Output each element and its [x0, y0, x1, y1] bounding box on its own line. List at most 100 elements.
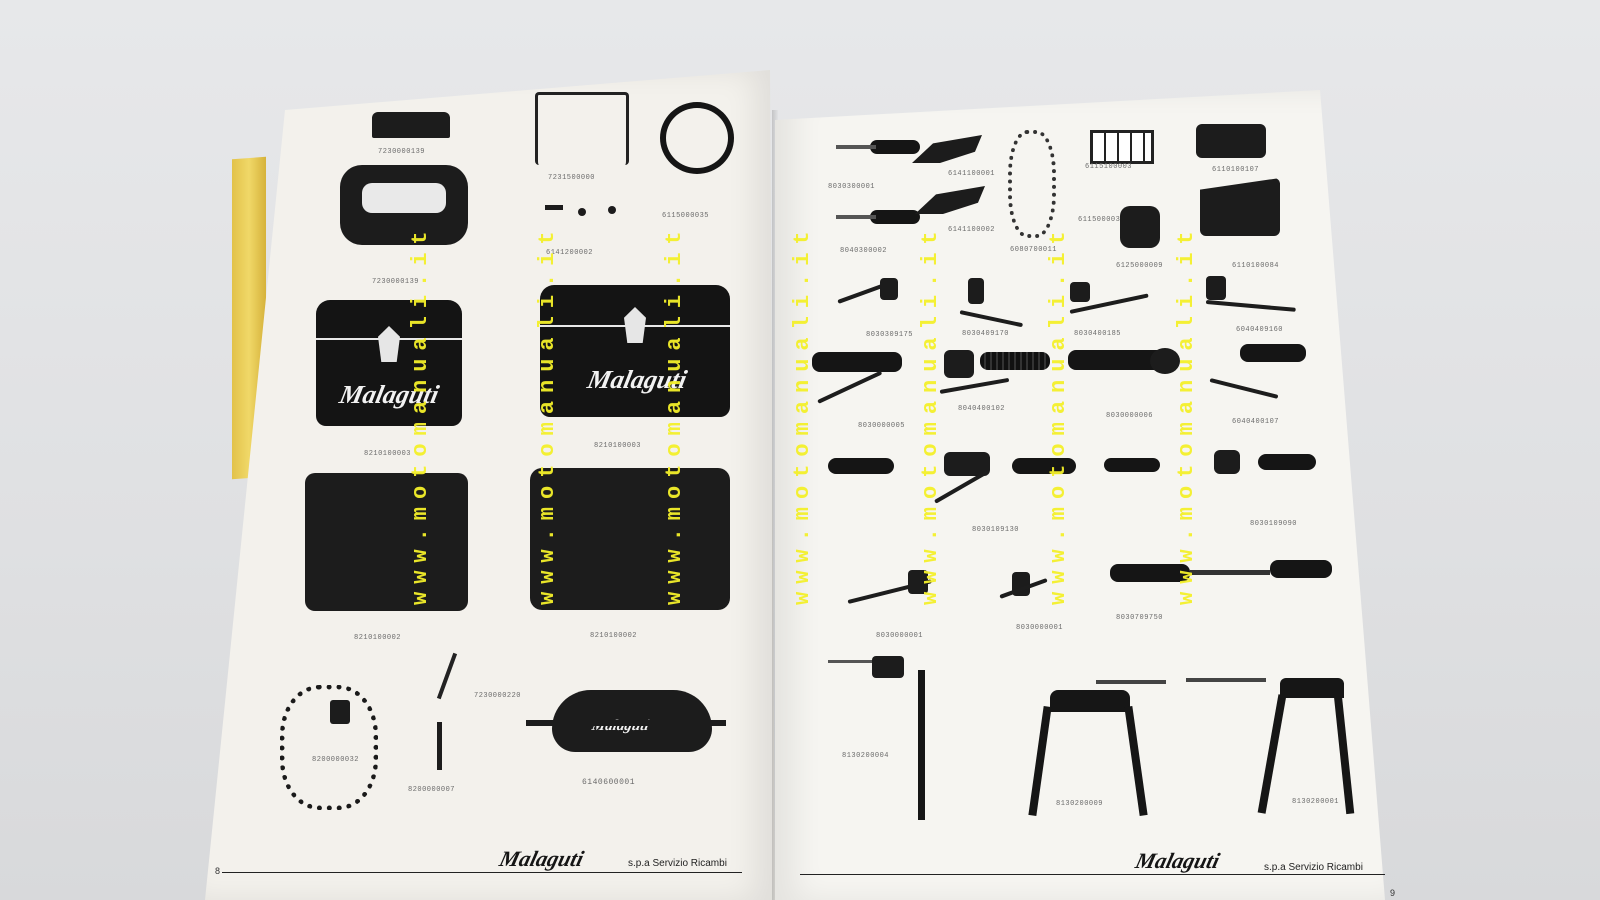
code-stand-3: 8130200001 [1292, 798, 1340, 806]
code-rack: 7231500000 [548, 174, 596, 182]
handlebar-grip-4 [1240, 344, 1306, 362]
code-chain: 6080700011 [1010, 246, 1058, 254]
license-plate-bracket [372, 112, 450, 138]
grip-left-2 [1104, 458, 1160, 472]
brake-clamp-3 [908, 570, 928, 594]
stand-pin [1096, 680, 1166, 684]
code-guard-2: 6141100002 [948, 226, 996, 234]
handlebar-grip-2 [980, 352, 1050, 370]
center-stand-2-top [1280, 678, 1344, 698]
code-bits: 6115000036 [1078, 216, 1126, 224]
watermark: www.motomanuali.it [1046, 223, 1071, 605]
case-left [305, 473, 468, 611]
chain-lock [280, 685, 378, 810]
rear-rack [535, 92, 629, 165]
lever-clamp [880, 278, 898, 300]
code-stand-1: 8130200004 [842, 752, 890, 760]
code-bag-right: 8210100003 [594, 442, 642, 450]
padlock [330, 700, 350, 724]
page-number: 8 [215, 866, 221, 876]
code-grip-1: 8030109130 [972, 526, 1020, 534]
code-boot: 6125000009 [1116, 262, 1164, 270]
watermark: www.motomanuali.it [662, 223, 687, 605]
code-brake-1: 8030000001 [876, 632, 924, 640]
code-plate: 7230000139 [378, 148, 426, 156]
code-tool-bag: 6140600001 [582, 778, 636, 787]
bolts [545, 205, 563, 210]
center-stand-top [1050, 690, 1130, 712]
watermark: www.motomanuali.it [790, 223, 815, 605]
footer-rule-right [800, 874, 1385, 875]
code-spark-key: 7230000220 [474, 692, 522, 700]
code-cable: 6115000035 [662, 212, 710, 220]
code-brake-2: 8030000001 [1016, 624, 1064, 632]
grip-right [1012, 458, 1076, 474]
air-box [1200, 178, 1280, 236]
code-stand-2: 8130200009 [1056, 800, 1104, 808]
battery-box [1196, 124, 1266, 158]
code-grip-2: 8030109090 [1250, 520, 1298, 528]
footer-brand-logo: Malaguti [497, 846, 587, 871]
watermark: www.motomanuali.it [535, 223, 560, 605]
code-lever-3: 8030400185 [1074, 330, 1122, 338]
tail-light [340, 165, 468, 245]
code-lever-4: 6040409160 [1236, 326, 1284, 334]
code-lever-2: 8030409170 [962, 330, 1010, 338]
rod [828, 660, 888, 663]
throttle-bar-3 [1190, 570, 1270, 575]
code-case-right: 8210100002 [590, 632, 638, 640]
code-throttle-2: 8040300002 [840, 247, 888, 255]
right-page [775, 90, 1385, 900]
throttle-housing [1150, 348, 1180, 374]
watermark: www.motomanuali.it [1174, 223, 1199, 605]
drive-chain [1008, 130, 1056, 238]
grip-left-3 [1110, 564, 1190, 582]
code-box-2: 6110100084 [1232, 262, 1280, 270]
switch-housing-2 [1214, 450, 1240, 474]
throttle-bar-2 [836, 215, 876, 219]
throttle-grip-2 [870, 210, 920, 224]
code-grille: 6115100003 [1085, 163, 1133, 171]
code-lever-1: 8030309175 [866, 331, 914, 339]
handlebar-grip [812, 352, 902, 372]
watermark: www.motomanuali.it [408, 223, 433, 605]
pump [437, 722, 442, 770]
footer-rule [222, 872, 742, 873]
tool-bag-strap [526, 720, 726, 726]
page-number-right: 9 [1390, 888, 1396, 898]
code-hb-3: 8030000006 [1106, 412, 1154, 420]
code-grip-3: 8030709750 [1116, 614, 1164, 622]
lever-clamp-4 [1206, 276, 1226, 300]
saddle-bag-right: Malaguti [540, 285, 730, 417]
lever-clamp-3 [1070, 282, 1090, 302]
footer-brand-logo-right: Malaguti [1133, 848, 1223, 873]
code-hb-1: 8030000005 [858, 422, 906, 430]
code-case-left: 8210100002 [354, 634, 402, 642]
code-tail-light: 7230000139 [372, 278, 420, 286]
bolts-2 [578, 208, 586, 216]
lever-clamp-2 [968, 278, 984, 304]
throttle-bar [836, 145, 876, 149]
throttle-grip [870, 140, 920, 154]
code-throttle-1: 8030300001 [828, 183, 876, 191]
stand-pin-2 [1186, 678, 1266, 682]
saddle-bag-left: Malaguti [316, 300, 462, 426]
side-stand-leg [918, 670, 925, 820]
code-bolts: 6141200002 [546, 249, 594, 257]
footer-service-right: s.p.a Servizio Ricambi [1264, 862, 1363, 873]
side-stand-bracket [872, 656, 904, 678]
grip-right-3 [1270, 560, 1332, 578]
case-right [530, 468, 730, 610]
code-bag-left: 8210100003 [364, 450, 412, 458]
watermark: www.motomanuali.it [918, 223, 943, 605]
code-chain-lock: 8200000032 [312, 756, 360, 764]
code-hb-2: 8040400102 [958, 405, 1006, 413]
code-hb-4: 6040400107 [1232, 418, 1280, 426]
grille [1090, 130, 1154, 164]
footer-service: s.p.a Servizio Ricambi [628, 858, 727, 869]
code-box-1: 6110100107 [1212, 166, 1260, 174]
code-pump: 8200000007 [408, 786, 456, 794]
rubber-boot [1120, 206, 1160, 248]
handlebar-grip-3 [1068, 350, 1168, 370]
